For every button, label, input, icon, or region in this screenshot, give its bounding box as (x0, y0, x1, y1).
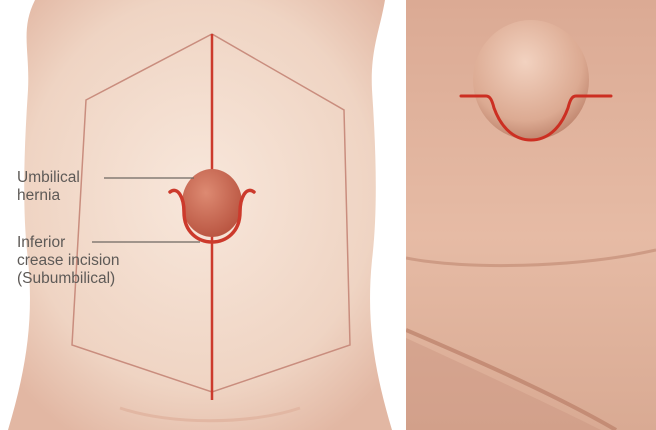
abdomen-illustration: Umbilical hernia Inferior crease incisio… (0, 0, 400, 430)
hernia-bulge (182, 169, 242, 237)
hernia-photo (406, 0, 656, 430)
abdomen-illustration-svg (0, 0, 400, 430)
photo-hernia-bulge (473, 20, 589, 140)
hernia-label: Umbilical hernia (17, 169, 80, 205)
hernia-photo-svg (406, 0, 656, 430)
incision-label: Inferior crease incision (Subumbilical) (17, 234, 120, 288)
